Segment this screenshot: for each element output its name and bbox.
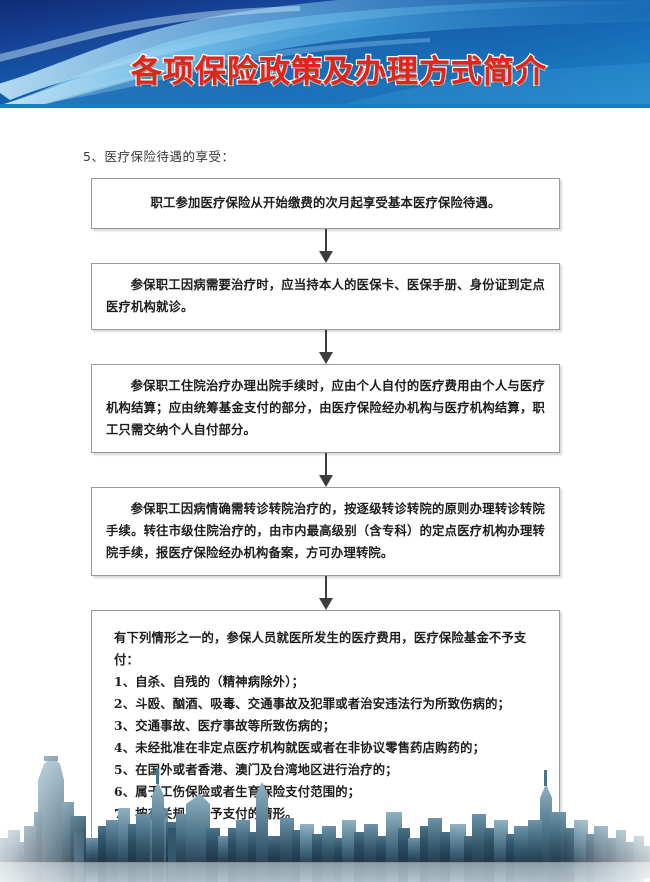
flow-arrow [91,330,560,364]
arrow-head-icon [318,352,333,364]
page-title: 各项保险政策及办理方式简介 [130,53,548,92]
exclusion-item: 1、自杀、自残的（精神病除外）； [114,674,305,689]
flow-step-text: 参保职工住院治疗办理出院手续时，应由个人自付的医疗费用由个人与医疗机构结算；应由… [106,378,545,437]
section-heading: 5、医疗保险待遇的享受： [83,149,235,164]
arrow-stem [324,453,327,477]
arrow-stem [324,576,327,600]
header-banner: 各项保险政策及办理方式简介 各项保险政策及办理方式简介 [0,0,650,108]
arrow-stem [324,229,327,253]
arrow-head-icon [318,251,333,263]
flow-step-text: 职工参加医疗保险从开始缴费的次月起享受基本医疗保险待遇。 [150,195,501,210]
city-skyline-icon [0,742,650,882]
flow-arrow [91,576,560,610]
arrow-stem [324,330,327,354]
exclusion-item: 2、斗殴、酗酒、吸毒、交通事故及犯罪或者治安违法行为所致伤病的； [114,696,511,711]
header-wave-decoration [0,0,650,108]
exclusions-intro: 有下列情形之一的，参保人员就医所发生的医疗费用，医疗保险基金不予支付： [114,630,527,667]
arrow-head-icon [318,598,333,610]
flow-step-treatment-documents: 参保职工因病需要治疗时，应当持本人的医保卡、医保手册、身份证到定点医疗机构就诊。 [91,263,560,330]
flowchart: 职工参加医疗保险从开始缴费的次月起享受基本医疗保险待遇。 参保职工因病需要治疗时… [91,178,560,850]
flow-step-discharge-settlement: 参保职工住院治疗办理出院手续时，应由个人自付的医疗费用由个人与医疗机构结算；应由… [91,364,560,453]
footer-skyline [0,742,650,882]
flow-arrow [91,453,560,487]
flow-arrow [91,229,560,263]
page-content: 5、医疗保险待遇的享受： 职工参加医疗保险从开始缴费的次月起享受基本医疗保险待遇… [0,108,650,850]
flow-step-text: 参保职工因病需要治疗时，应当持本人的医保卡、医保手册、身份证到定点医疗机构就诊。 [106,277,545,314]
arrow-head-icon [318,475,333,487]
header-bottom-rule [0,104,650,108]
exclusion-item: 3、交通事故、医疗事故等所致伤病的； [114,718,336,733]
flow-step-enrollment-benefit: 职工参加医疗保险从开始缴费的次月起享受基本医疗保险待遇。 [91,178,560,229]
flow-step-text: 参保职工因病情确需转诊转院治疗的，按逐级转诊转院的原则办理转诊转院手续。转往市级… [106,501,545,560]
flow-step-referral-transfer: 参保职工因病情确需转诊转院治疗的，按逐级转诊转院的原则办理转诊转院手续。转往市级… [91,487,560,576]
